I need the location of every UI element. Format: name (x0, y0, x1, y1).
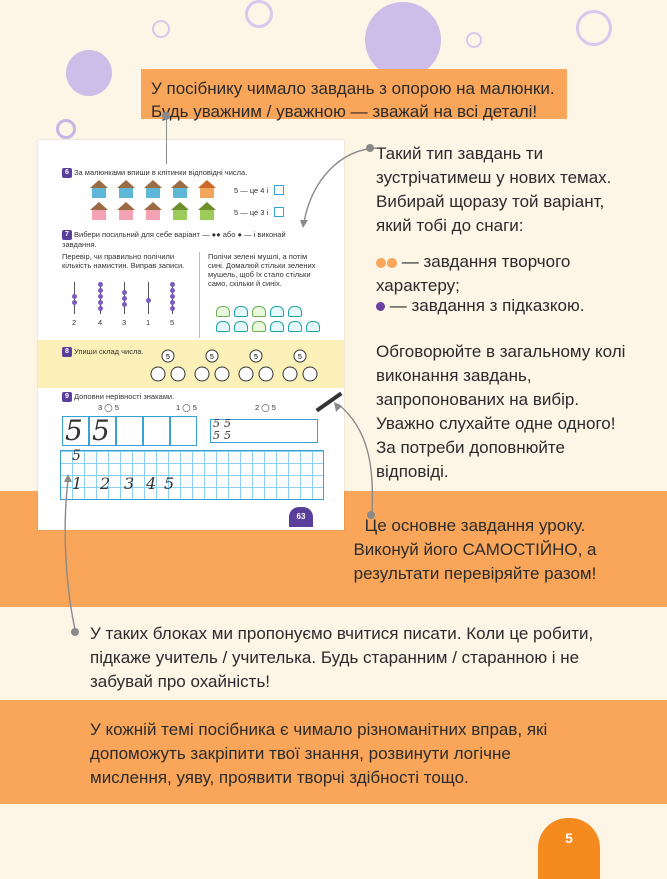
connector-curve (300, 147, 377, 228)
trace-digit: 5 (92, 414, 110, 447)
connector-dot (366, 144, 374, 152)
task-6-line-1: 5 — це 4 і (234, 186, 269, 195)
composition-top: 5 (254, 354, 258, 361)
connector-curve (64, 474, 77, 635)
connector-dot (162, 112, 170, 120)
connector-line (166, 112, 167, 164)
mini-digit: 5 (224, 417, 231, 430)
inequality: 3 ◯ 5 (98, 403, 119, 412)
connector-dot (71, 628, 79, 636)
composition-top: 5 (210, 354, 214, 361)
writing-grid[interactable] (60, 450, 324, 500)
workbook-page-badge: 63 (289, 507, 313, 527)
composition-top: 5 (298, 354, 302, 361)
right-purple-item: — завдання з підказкою. (376, 294, 636, 318)
written-digit: 3 (124, 474, 135, 493)
mini-digit: 5 (224, 429, 231, 442)
bead-label: 1 (146, 318, 151, 327)
page-number: 5 (538, 818, 600, 879)
connector-curve (334, 402, 374, 513)
orange-dot-icon (387, 257, 397, 268)
decor-circle (466, 32, 482, 48)
top-callout: У посібнику чимало завдань з опорою на м… (141, 69, 567, 121)
bottom-band (0, 700, 667, 804)
mini-digit: 5 (213, 429, 220, 442)
decor-circle (365, 2, 441, 78)
inequality: 2 ◯ 5 (255, 403, 276, 412)
decor-circle (152, 20, 170, 38)
number-composition-diagrams: 5 5 5 5 (150, 349, 318, 382)
task-7-right-text: Полічи зелені мушлі, а потім сині. Домал… (208, 252, 316, 288)
task-6-line-2: 5 — це 3 і (234, 208, 269, 217)
task-7-divider (199, 252, 200, 338)
answer-box[interactable] (274, 185, 284, 195)
decor-circle (576, 10, 612, 46)
bottom-text: У кожній темі посібника є чимало різнома… (90, 720, 548, 787)
composition-top: 5 (166, 354, 170, 361)
main-task-text: Це основне завдання уроку. Виконуй його … (353, 516, 597, 583)
bead-label: 4 (98, 318, 103, 327)
shells-group (216, 306, 326, 336)
task-7-left-text: Перевір, чи правильно полічили кількість… (62, 252, 185, 270)
digit-tracing-row: 5 5 (62, 414, 202, 447)
bead-label: 3 (122, 318, 127, 327)
decor-circle (56, 119, 76, 139)
mini-digit: 5 (213, 417, 220, 430)
written-digit: 4 (146, 474, 157, 493)
mini-grid (210, 419, 318, 443)
written-digit: 1 (72, 474, 83, 493)
inequality: 1 ◯ 5 (176, 403, 197, 412)
written-digit: 2 (100, 474, 111, 493)
written-digit: 5 (72, 448, 81, 464)
bead-label: 2 (72, 318, 77, 327)
right-text-1: Такий тип завдань ти зустрічатимеш у нов… (376, 144, 612, 235)
writing-text: У таких блоках ми пропонуємо вчитися пис… (90, 624, 594, 691)
answer-box[interactable] (274, 207, 284, 217)
right-orange-item: — завдання творчого характеру; (376, 252, 571, 295)
decor-circle (66, 50, 112, 96)
purple-dot-icon (376, 302, 385, 312)
decor-circle (245, 0, 273, 28)
connector-dot (367, 511, 375, 519)
right-text-2: Обговорюйте в загальному колі виконання … (376, 342, 626, 481)
written-digit: 5 (164, 474, 175, 493)
bead-label: 5 (170, 318, 175, 327)
bead-strings (68, 282, 198, 332)
trace-digit: 5 (65, 414, 83, 447)
orange-dot-icon (376, 257, 386, 268)
